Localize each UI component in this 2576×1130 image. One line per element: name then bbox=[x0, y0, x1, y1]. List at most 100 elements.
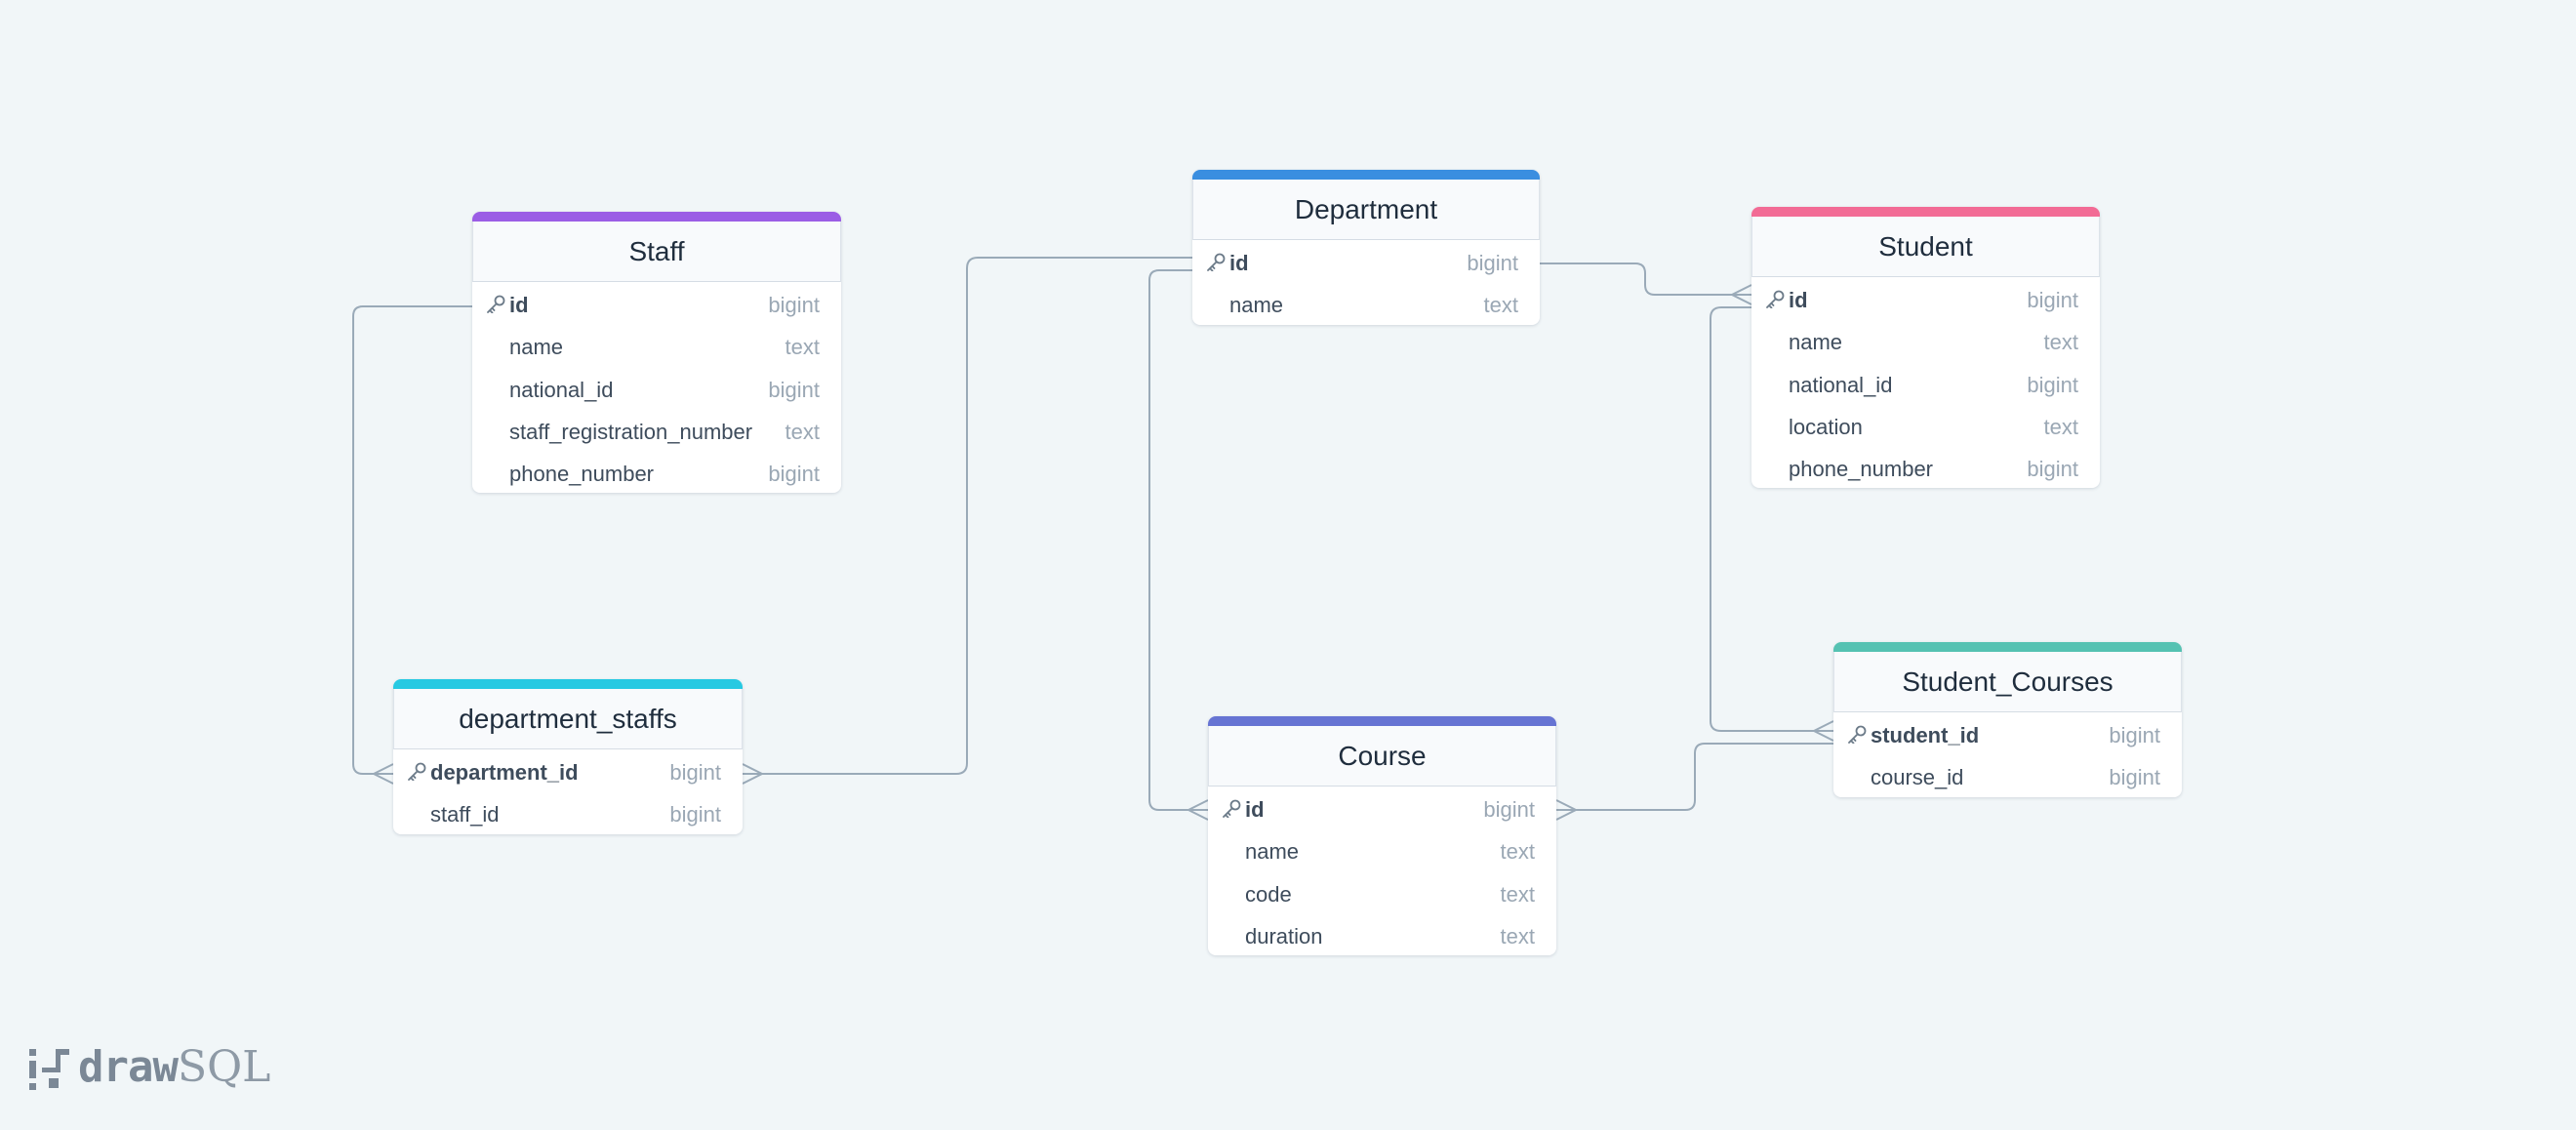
table-title: Department bbox=[1294, 193, 1438, 224]
table-color-bar bbox=[1208, 716, 1556, 726]
column-name: id bbox=[509, 293, 529, 317]
table-column-row[interactable]: name text bbox=[1208, 828, 1556, 870]
table-column-row[interactable]: id bigint bbox=[1208, 787, 1556, 828]
primary-key-icon bbox=[406, 761, 427, 782]
column-name: course_id bbox=[1871, 765, 1964, 790]
table-column-row[interactable]: name text bbox=[472, 324, 841, 366]
column-type: text bbox=[2043, 330, 2078, 355]
column-type: bigint bbox=[768, 462, 820, 487]
crowfoot-many-marker bbox=[742, 763, 763, 785]
column-type: text bbox=[1500, 923, 1535, 948]
table-column-row[interactable]: national_id bigint bbox=[472, 367, 841, 409]
relation-department-department-staffs bbox=[743, 257, 1192, 775]
table-column-row[interactable]: course_id bigint bbox=[1833, 754, 2182, 796]
table-column-row[interactable]: name text bbox=[1751, 319, 2100, 361]
column-name: national_id bbox=[509, 377, 614, 402]
table-header[interactable]: Department bbox=[1192, 180, 1540, 240]
table-header[interactable]: Course bbox=[1208, 726, 1556, 787]
table-header[interactable]: Student_Courses bbox=[1833, 652, 2182, 712]
table-title: Student_Courses bbox=[1902, 666, 2113, 697]
table-color-bar bbox=[472, 212, 841, 222]
crowfoot-many-marker bbox=[1731, 284, 1752, 305]
table-column-row[interactable]: id bigint bbox=[1751, 277, 2100, 319]
primary-key-icon bbox=[485, 294, 506, 314]
column-type: text bbox=[1483, 293, 1518, 318]
table-column-row[interactable]: duration text bbox=[1208, 913, 1556, 955]
column-type: bigint bbox=[2109, 765, 2160, 790]
column-name: national_id bbox=[1789, 372, 1893, 397]
relation-student-student-courses bbox=[1710, 306, 1833, 732]
column-name: name bbox=[1245, 839, 1300, 865]
column-name: name bbox=[509, 335, 564, 360]
crowfoot-many-marker bbox=[1555, 799, 1579, 821]
table-column-row[interactable]: location text bbox=[1751, 404, 2100, 446]
column-type: text bbox=[785, 335, 820, 360]
logo-text-light: SQL bbox=[177, 1042, 271, 1092]
column-type: bigint bbox=[2027, 288, 2078, 312]
crowfoot-many-marker bbox=[1187, 799, 1209, 821]
table-header[interactable]: Staff bbox=[472, 222, 841, 282]
table-title: department_staffs bbox=[459, 703, 677, 734]
column-type: bigint bbox=[768, 377, 820, 402]
column-name: phone_number bbox=[1789, 457, 1934, 482]
primary-key-icon bbox=[1205, 252, 1227, 272]
table-column-row[interactable]: phone_number bigint bbox=[1751, 446, 2100, 488]
column-name: name bbox=[1229, 293, 1284, 318]
relation-department-student bbox=[1540, 262, 1751, 296]
table-color-bar bbox=[1833, 642, 2182, 652]
column-type: bigint bbox=[669, 802, 721, 827]
column-name: id bbox=[1229, 251, 1249, 275]
drawsql-logo[interactable]: draw SQL bbox=[29, 1042, 270, 1092]
table-color-bar bbox=[1751, 207, 2100, 217]
table-title: Course bbox=[1338, 740, 1427, 771]
table-header[interactable]: department_staffs bbox=[393, 689, 743, 749]
table-column-row[interactable]: national_id bigint bbox=[1751, 362, 2100, 404]
column-type: text bbox=[1500, 839, 1535, 865]
table-color-bar bbox=[393, 679, 743, 689]
column-type: text bbox=[1500, 881, 1535, 907]
column-name: id bbox=[1789, 288, 1808, 312]
column-name: name bbox=[1789, 330, 1843, 355]
column-type: bigint bbox=[2027, 372, 2078, 397]
column-name: location bbox=[1789, 414, 1863, 439]
table-column-row[interactable]: phone_number bigint bbox=[472, 451, 841, 493]
table-course[interactable]: Course id bigint name text code text duration t… bbox=[1208, 716, 1556, 956]
table-column-row[interactable]: id bigint bbox=[472, 282, 841, 324]
column-name: id bbox=[1245, 797, 1265, 822]
column-type: bigint bbox=[1483, 797, 1535, 822]
primary-key-icon bbox=[1221, 798, 1242, 819]
column-type: bigint bbox=[768, 293, 820, 317]
column-name: phone_number bbox=[509, 462, 655, 487]
column-name: duration bbox=[1245, 923, 1323, 948]
column-type: bigint bbox=[669, 760, 721, 785]
relation-department-course bbox=[1148, 269, 1208, 811]
table-title: Student bbox=[1878, 230, 1973, 262]
relation-course-student-courses bbox=[1556, 743, 1833, 811]
crowfoot-many-marker bbox=[1813, 720, 1834, 742]
table-column-row[interactable]: name text bbox=[1192, 282, 1540, 324]
table-column-row[interactable]: code text bbox=[1208, 871, 1556, 913]
table-column-row[interactable]: staff_id bigint bbox=[393, 791, 743, 833]
column-name: code bbox=[1245, 881, 1292, 907]
column-type: text bbox=[2043, 414, 2078, 439]
column-name: staff_id bbox=[430, 802, 500, 827]
column-type: text bbox=[785, 419, 820, 444]
table-header[interactable]: Student bbox=[1751, 217, 2100, 277]
column-type: bigint bbox=[2027, 457, 2078, 482]
logo-text-bold: draw bbox=[78, 1042, 179, 1092]
